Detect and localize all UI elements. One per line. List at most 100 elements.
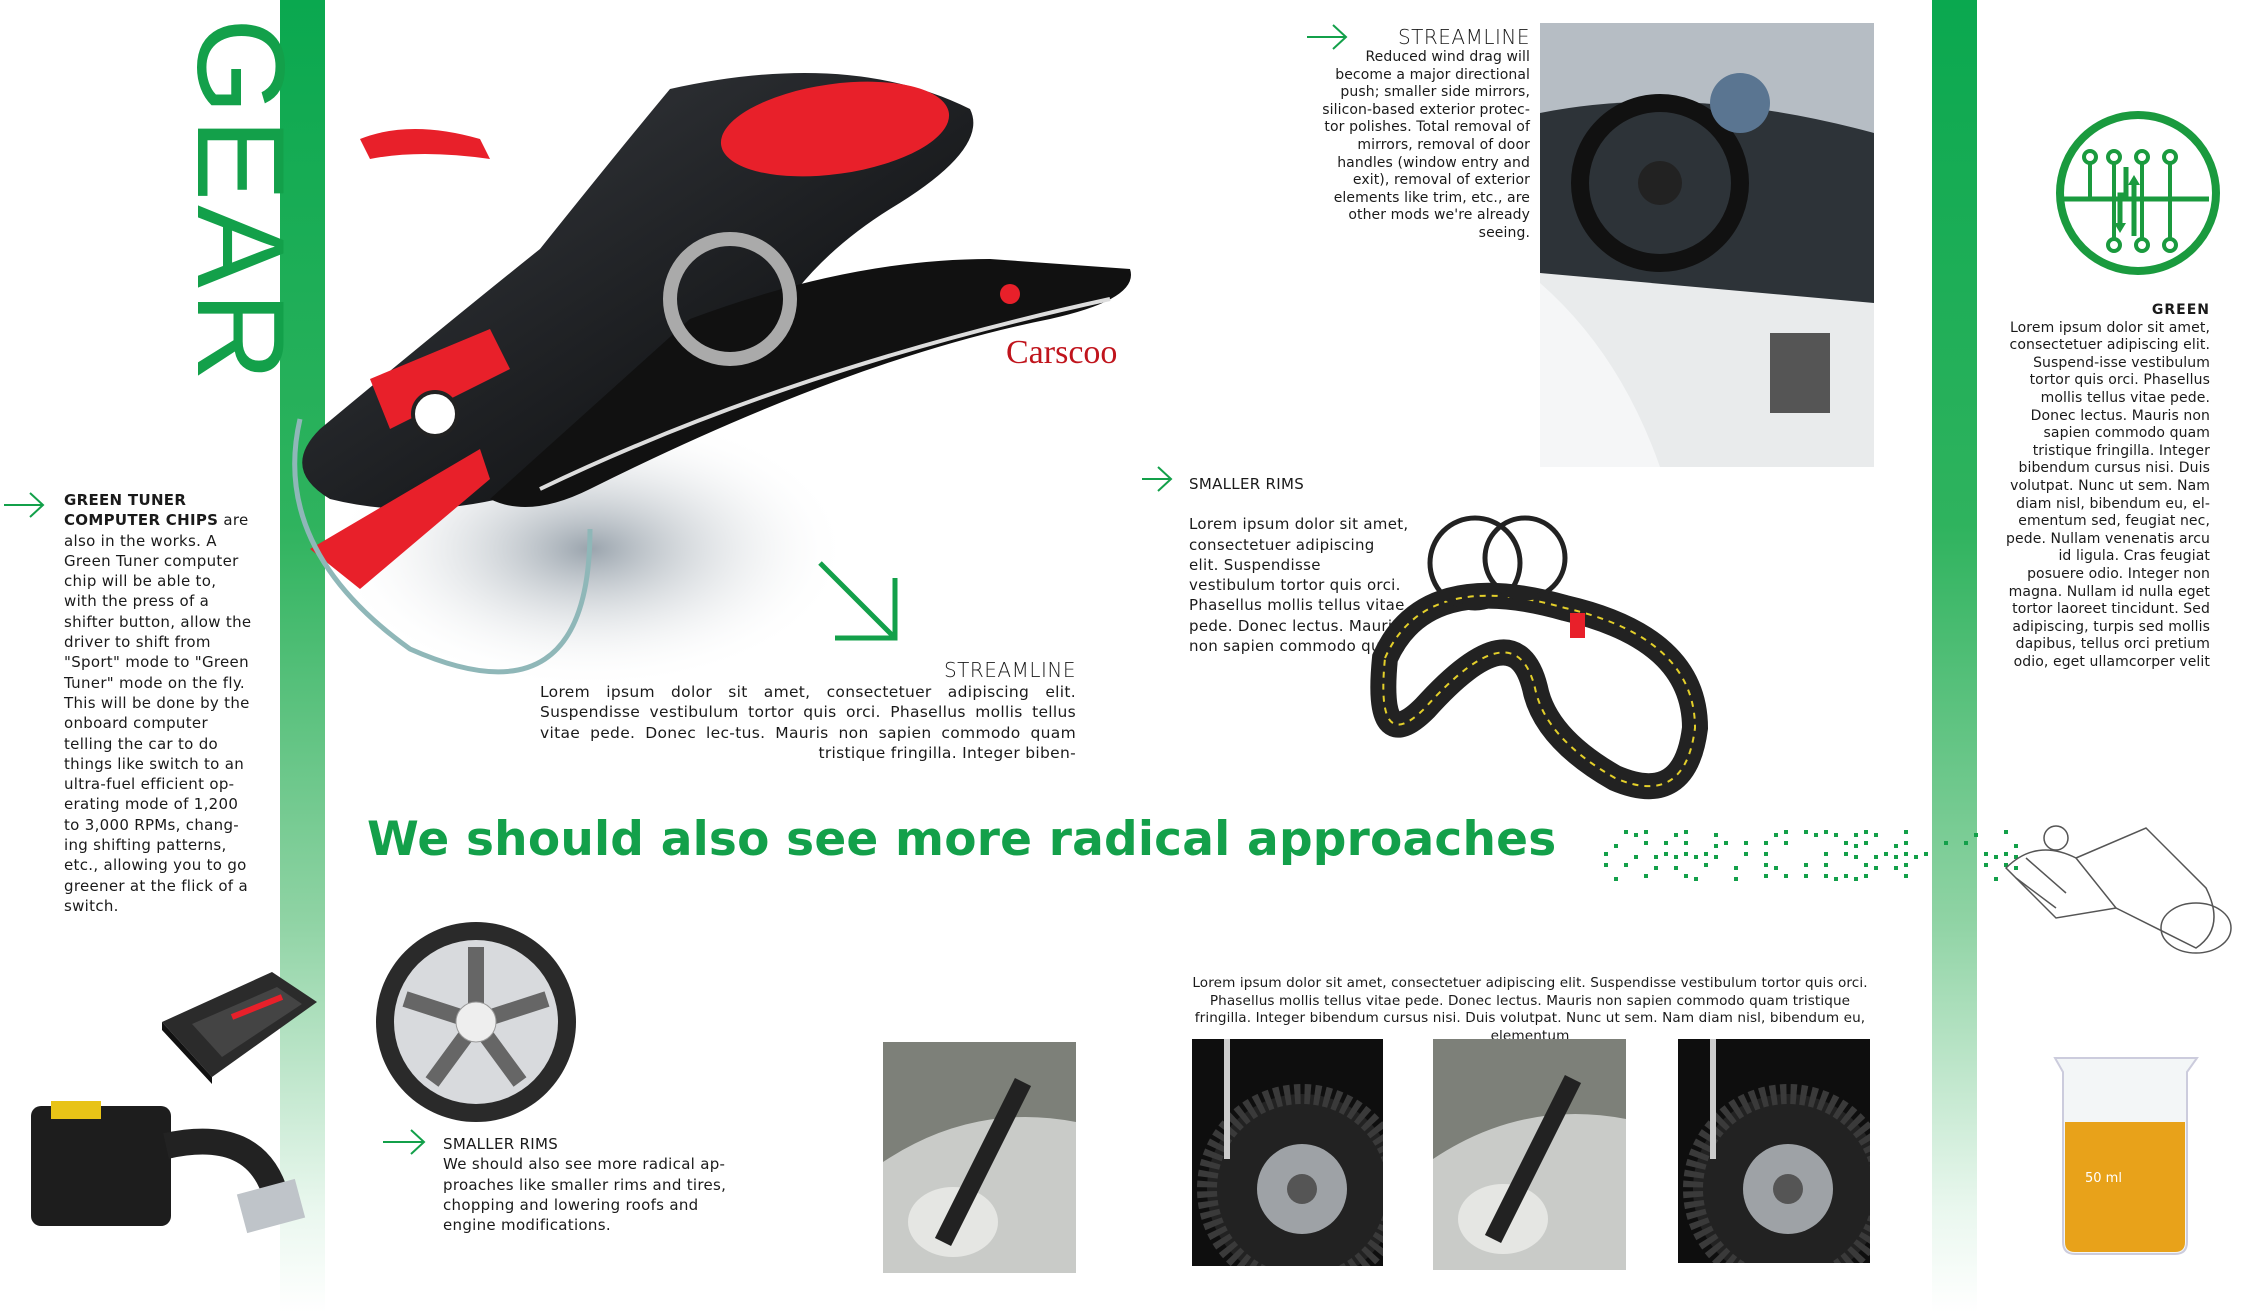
pattern-dot [1884, 852, 1888, 856]
arrow-right-icon [383, 1129, 426, 1155]
pattern-dot [1874, 866, 1878, 870]
pattern-dot [1844, 852, 1848, 856]
smaller-rims-bottom-body: We should also see more radical ap-proac… [443, 1155, 727, 1235]
green-column-block: GREEN Lorem ipsum dolor sit amet, consec… [2000, 302, 2210, 671]
tire-photo [1678, 1039, 1870, 1263]
pattern-dot [1854, 844, 1858, 848]
pattern-dot [2004, 863, 2008, 867]
pattern-dot [1624, 830, 1628, 834]
watermark-logo: Carscoo [1006, 334, 1117, 371]
arrow-right-icon [1142, 466, 1173, 492]
green-column-body: Lorem ipsum dolor sit amet, consectetuer… [2006, 319, 2210, 670]
arrow-right-icon [1307, 24, 1348, 50]
pattern-dot [1744, 852, 1748, 856]
streamline-center-block: STREAMLINE Lorem ipsum dolor sit amet, c… [540, 658, 1076, 763]
pattern-dot [1694, 855, 1698, 859]
pattern-dot [1714, 844, 1718, 848]
pattern-dot [1874, 833, 1878, 837]
smaller-rims-bottom-heading: SMALLER RIMS [443, 1135, 559, 1153]
door-handle-photo [883, 1042, 1076, 1273]
car-interior-photo [1540, 23, 1874, 467]
pattern-dot [1904, 830, 1908, 834]
streamline-top-body: Reduced wind drag will become a major di… [1322, 49, 1530, 241]
pattern-dot [2014, 866, 2018, 870]
pattern-dot [1644, 830, 1648, 834]
pattern-dot [1674, 855, 1678, 859]
tire-photo [1192, 1039, 1383, 1266]
race-track-image [1370, 515, 1709, 800]
pattern-dot [1694, 877, 1698, 881]
pattern-dot [1664, 841, 1668, 845]
pattern-dot [1844, 841, 1848, 845]
pattern-dot [1604, 863, 1608, 867]
pattern-dot [1804, 874, 1808, 878]
pattern-dot [1874, 855, 1878, 859]
pattern-dot [1894, 844, 1898, 848]
pattern-dot [1654, 866, 1658, 870]
streamline-top-heading: STREAMLINE [1397, 25, 1530, 49]
streamline-center-body: Lorem ipsum dolor sit amet, consectetuer… [540, 683, 1076, 762]
headline: We should also see more radical approach… [367, 812, 1557, 867]
streamline-center-heading: STREAMLINE [943, 658, 1076, 682]
section-title: GEAR [171, 18, 309, 386]
bottom-caption: Lorem ipsum dolor sit amet, consectetuer… [1192, 975, 1868, 1044]
pattern-dot [1904, 841, 1908, 845]
beaker-label: 50 ml [2085, 1171, 2122, 1186]
green-tuner-body: are also in the works. A Green Tuner com… [64, 511, 252, 915]
diagonal-arrow-icon [818, 561, 898, 641]
green-column-heading: GREEN [2151, 302, 2210, 318]
pattern-dot [1774, 866, 1778, 870]
pattern-dot [1704, 852, 1708, 856]
pattern-dot [1614, 844, 1618, 848]
pattern-dot [1974, 833, 1978, 837]
engine-sketch-image [2004, 825, 2232, 954]
pattern-dot [1964, 841, 1968, 845]
pattern-dot [1864, 863, 1868, 867]
right-green-stripe [1932, 0, 1977, 1313]
smaller-rims-bottom-block: SMALLER RIMS We should also see more rad… [443, 1134, 733, 1235]
pattern-dot [1784, 841, 1788, 845]
smaller-rims-top-block: SMALLER RIMS Lorem ipsum dolor sit amet,… [1189, 474, 1409, 656]
pattern-dot [1854, 833, 1858, 837]
pattern-dot [2004, 852, 2008, 856]
door-handle-photo [1433, 1039, 1626, 1270]
pattern-dot [1804, 863, 1808, 867]
pattern-dot [1644, 874, 1648, 878]
pattern-dot [1864, 841, 1868, 845]
pattern-dot [1684, 852, 1688, 856]
pattern-dot [1664, 852, 1668, 856]
smaller-rims-top-body: Lorem ipsum dolor sit amet, consectetuer… [1189, 515, 1409, 656]
streamline-top-block: STREAMLINE Reduced wind drag will become… [1320, 25, 1530, 243]
pattern-dot [1764, 852, 1768, 856]
pattern-dot [1854, 877, 1858, 881]
pattern-dot [1814, 833, 1818, 837]
pattern-dot [1824, 830, 1828, 834]
pattern-dot [1824, 852, 1828, 856]
pattern-dot [1824, 874, 1828, 878]
pattern-dot [1674, 833, 1678, 837]
pattern-dot [1684, 830, 1688, 834]
pattern-dot [1984, 863, 1988, 867]
pattern-dot [2014, 844, 2018, 848]
pattern-dot [1774, 833, 1778, 837]
pattern-dot [1994, 855, 1998, 859]
gear-shift-icon [2056, 111, 2220, 275]
pattern-dot [1674, 866, 1678, 870]
pattern-dot [1784, 830, 1788, 834]
pattern-dot [2014, 855, 2018, 859]
pattern-dot [1904, 874, 1908, 878]
smaller-rims-top-heading: SMALLER RIMS [1189, 475, 1305, 493]
pattern-dot [1924, 852, 1928, 856]
pattern-dot [1894, 855, 1898, 859]
pattern-dot [1684, 874, 1688, 878]
tuner-module-image [31, 1101, 306, 1234]
pattern-dot [1904, 852, 1908, 856]
pattern-dot [1744, 841, 1748, 845]
pattern-dot [1604, 852, 1608, 856]
left-green-stripe [280, 0, 325, 1313]
pattern-dot [2004, 830, 2008, 834]
pattern-dot [1864, 874, 1868, 878]
pattern-dot [1654, 855, 1658, 859]
pattern-dot [1854, 855, 1858, 859]
pattern-dot [1624, 863, 1628, 867]
